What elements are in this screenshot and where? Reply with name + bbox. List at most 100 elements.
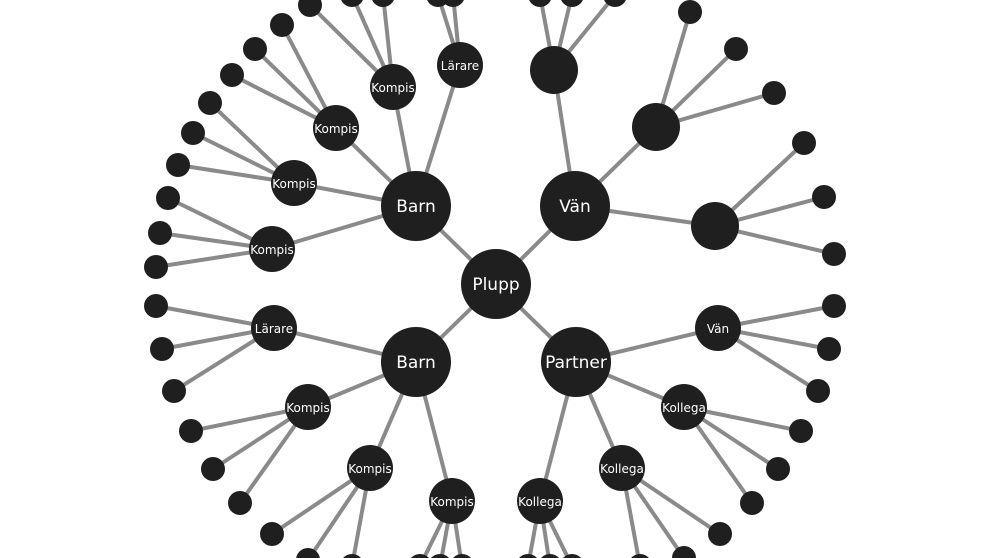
node-bt-kompis-2[interactable]: Kompis (313, 105, 359, 151)
node-van[interactable]: Vän (540, 171, 610, 241)
leaf-node-bt-kompis-1-0[interactable] (298, 0, 322, 17)
leaf-node-p-van-0-circle (822, 294, 846, 318)
leaf-node-p-kollega-1-2[interactable] (740, 491, 764, 515)
node-bt-larare[interactable]: Lärare (437, 42, 483, 88)
node-barn-bottom[interactable]: Barn (381, 327, 451, 397)
leaf-node-bt-kompis-1-2-circle (372, 0, 394, 7)
leaf-node-bt-kompis-3-1[interactable] (181, 121, 205, 145)
leaf-node-p-kollega-2-1[interactable] (672, 546, 696, 558)
leaf-node-p-kollega-1-2-circle (740, 491, 764, 515)
node-p-kollega-2-circle (599, 445, 645, 491)
node-bt-kompis-1[interactable]: Kompis (370, 64, 416, 110)
leaf-node-bt-kompis-2-1-circle (243, 37, 267, 61)
leaf-node-p-kollega-3-2-circle (563, 554, 581, 558)
leaf-node-van-c-1-circle (812, 185, 836, 209)
node-barn-top[interactable]: Barn (381, 171, 451, 241)
leaf-node-bt-kompis-2-1[interactable] (243, 37, 267, 61)
node-p-kollega-1-circle (661, 384, 707, 430)
leaf-node-p-van-2-circle (806, 379, 830, 403)
leaf-node-van-c-1[interactable] (812, 185, 836, 209)
node-van-circle (540, 171, 610, 241)
node-bb-kompis-3-circle (429, 478, 475, 524)
leaf-node-van-a-2[interactable] (603, 0, 627, 7)
node-bb-kompis-2[interactable]: Kompis (347, 445, 393, 491)
leaf-node-p-van-2[interactable] (806, 379, 830, 403)
leaf-node-p-kollega-3-0[interactable] (516, 554, 540, 558)
leaf-node-bb-kompis-3-2[interactable] (450, 554, 474, 558)
leaf-node-van-a-0[interactable] (528, 0, 552, 7)
leaf-node-bb-kompis-3-0[interactable] (408, 554, 432, 558)
leaf-node-van-b-0[interactable] (678, 0, 702, 24)
leaf-node-van-a-1[interactable] (560, 0, 584, 7)
leaf-node-p-kollega-3-2[interactable] (560, 554, 584, 558)
leaf-node-van-b-0-circle (678, 0, 702, 24)
node-bb-kompis-1[interactable]: Kompis (285, 384, 331, 430)
leaf-node-bb-kompis-2-0-circle (260, 522, 284, 546)
leaf-node-van-b-2[interactable] (762, 81, 786, 105)
leaf-node-bt-kompis-2-0[interactable] (220, 63, 244, 87)
node-bb-larare[interactable]: Lärare (251, 305, 297, 351)
leaf-node-bb-kompis-1-2[interactable] (228, 491, 252, 515)
leaf-node-p-kollega-1-1[interactable] (766, 457, 790, 481)
leaf-node-van-b-1[interactable] (724, 37, 748, 61)
node-barn-top-circle (381, 171, 451, 241)
leaf-node-bb-kompis-1-0[interactable] (179, 419, 203, 443)
node-p-kollega-1[interactable]: Kollega (661, 384, 707, 430)
leaf-node-bb-kompis-3-1-circle (431, 554, 449, 558)
leaf-node-bb-larare-1[interactable] (150, 337, 174, 361)
leaf-node-van-a-0-circle (529, 0, 551, 7)
node-bb-larare-circle (251, 305, 297, 351)
leaf-node-p-kollega-2-2[interactable] (628, 554, 652, 558)
node-p-van-circle (695, 305, 741, 351)
node-p-kollega-2[interactable]: Kollega (599, 445, 645, 491)
leaf-node-p-kollega-1-0-circle (789, 419, 813, 443)
leaf-node-bt-kompis-1-2[interactable] (371, 0, 395, 7)
leaf-node-van-c-2[interactable] (822, 242, 846, 266)
node-partner[interactable]: Partner (541, 327, 611, 397)
leaf-node-bt-kompis-4-2[interactable] (156, 186, 180, 210)
leaf-node-bt-kompis-1-1-circle (341, 0, 363, 7)
node-bt-kompis-3[interactable]: Kompis (271, 160, 317, 206)
node-bt-kompis-4[interactable]: Kompis (249, 226, 295, 272)
node-van-c[interactable] (691, 202, 739, 250)
leaf-node-bt-kompis-1-1[interactable] (340, 0, 364, 7)
leaf-node-bt-kompis-4-1[interactable] (148, 221, 172, 245)
node-bt-kompis-4-circle (249, 226, 295, 272)
leaf-node-bt-kompis-3-1-circle (181, 121, 205, 145)
leaf-node-bb-larare-2[interactable] (162, 379, 186, 403)
node-bb-kompis-3[interactable]: Kompis (429, 478, 475, 524)
leaf-node-p-kollega-3-1[interactable] (538, 554, 562, 558)
leaf-node-bb-kompis-2-1[interactable] (296, 548, 320, 558)
leaf-node-bb-larare-1-circle (150, 337, 174, 361)
leaf-node-van-c-2-circle (822, 242, 846, 266)
leaf-node-bb-kompis-2-0[interactable] (260, 522, 284, 546)
leaf-node-bt-kompis-3-0[interactable] (166, 153, 190, 177)
leaf-node-bt-kompis-3-2[interactable] (198, 91, 222, 115)
leaf-node-p-kollega-1-0[interactable] (789, 419, 813, 443)
leaf-node-bb-kompis-2-2-circle (343, 554, 361, 558)
node-center-plupp-circle (461, 249, 531, 319)
leaf-node-bb-larare-0[interactable] (144, 294, 168, 318)
leaf-node-van-b-1-circle (724, 37, 748, 61)
node-center-plupp[interactable]: Plupp (461, 249, 531, 319)
leaf-node-bb-kompis-2-2[interactable] (340, 554, 364, 558)
leaf-node-bb-kompis-1-0-circle (179, 419, 203, 443)
leaf-node-p-kollega-2-1-circle (672, 546, 696, 558)
leaf-node-van-c-0[interactable] (792, 131, 816, 155)
leaf-node-p-kollega-2-0[interactable] (708, 522, 732, 546)
node-van-b[interactable] (632, 103, 680, 151)
leaf-node-bt-larare-1[interactable] (441, 0, 465, 7)
leaf-node-p-van-1[interactable] (817, 337, 841, 361)
leaf-node-bb-kompis-3-1[interactable] (428, 554, 452, 558)
leaf-node-bt-kompis-4-0[interactable] (144, 255, 168, 279)
node-p-van[interactable]: Vän (695, 305, 741, 351)
node-van-a[interactable] (530, 46, 578, 94)
leaf-node-bt-kompis-2-2[interactable] (270, 13, 294, 37)
leaf-node-bt-kompis-3-2-circle (198, 91, 222, 115)
leaf-node-p-van-0[interactable] (822, 294, 846, 318)
leaf-node-bt-kompis-1-0-circle (298, 0, 322, 17)
node-p-kollega-3[interactable]: Kollega (517, 478, 563, 524)
leaf-node-bb-kompis-3-0-circle (411, 554, 429, 558)
leaf-node-bb-kompis-1-1[interactable] (201, 457, 225, 481)
